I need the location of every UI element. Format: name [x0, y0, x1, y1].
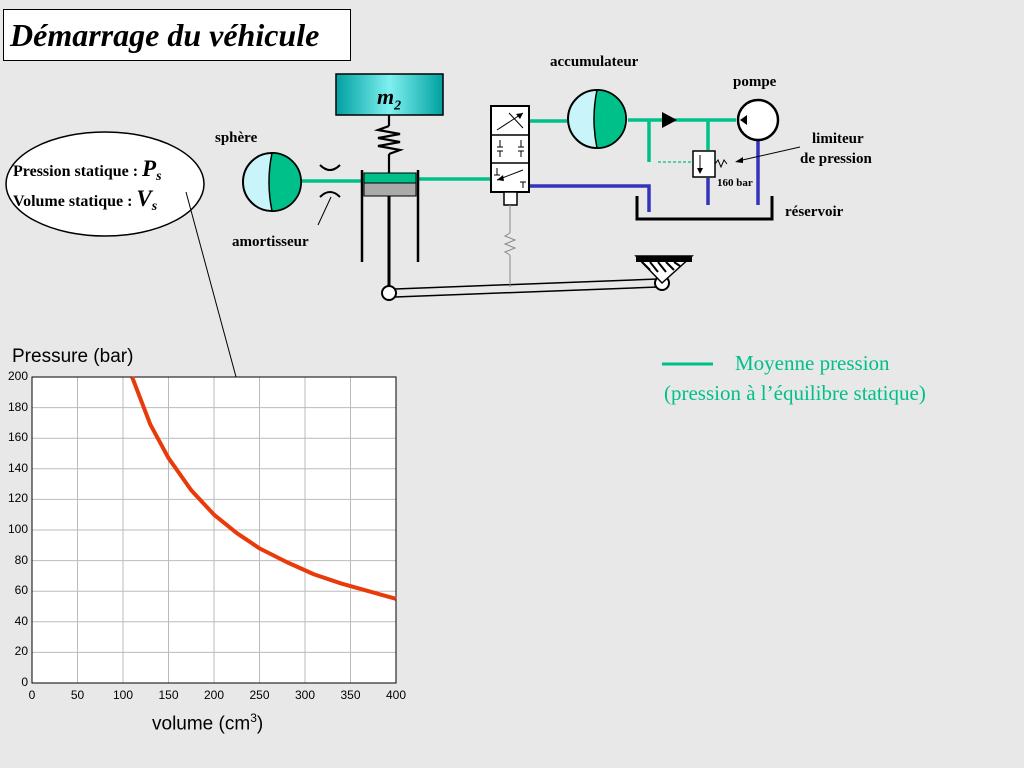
pressure-limiter-valve [692, 150, 728, 178]
x-tick-label: 300 [294, 688, 316, 702]
x-tick-label: 100 [112, 688, 134, 702]
y-tick-label: 140 [7, 460, 28, 475]
y-tick-label: 100 [7, 522, 28, 536]
label-de-pression: de pression [800, 151, 872, 167]
ground-pivot-icon [634, 255, 694, 285]
limiter-pointer-arrow [735, 157, 743, 163]
check-valve-icon [662, 112, 677, 128]
label-limiteur: limiteur [812, 131, 864, 147]
bubble-static-pressure: Pression statique : Ps [13, 156, 162, 185]
x-tick-label: 200 [203, 688, 225, 702]
suspension-spring-icon [373, 115, 405, 174]
chart-xlabel: volume (cm3) [152, 711, 264, 735]
pressure-volume-curve [130, 376, 397, 601]
x-tick-label: 50 [70, 688, 85, 702]
chart-ylabel: Pressure (bar) [12, 346, 134, 367]
label-accumulateur: accumulateur [550, 54, 639, 70]
bubble-shape [5, 131, 205, 237]
label-reservoir: réservoir [785, 204, 844, 220]
label-pompe: pompe [733, 74, 777, 90]
x-tick-label: 350 [340, 688, 361, 702]
y-tick-label: 60 [14, 583, 28, 598]
y-tick-label: 120 [7, 491, 28, 506]
x-tick-label: 150 [158, 688, 179, 702]
y-tick-label: 40 [14, 613, 28, 628]
y-tick-label: 160 [7, 430, 28, 445]
y-tick-label: 0 [21, 675, 28, 689]
label-sphere: sphère [215, 130, 258, 146]
mass-label: m2 [377, 84, 402, 114]
page-title: Démarrage du véhicule [10, 17, 320, 53]
damper-pointer [317, 196, 332, 226]
pump-icon [736, 98, 780, 142]
pressure-lines [300, 118, 736, 183]
accumulator-icon [567, 89, 627, 149]
return-lines [529, 140, 760, 212]
x-tick-label: 250 [249, 688, 270, 702]
damper-icon [319, 164, 341, 198]
legend-line1: Moyenne pression [735, 351, 890, 375]
cylinder [360, 170, 420, 287]
sphere-icon [242, 152, 302, 212]
x-tick-label: 0 [28, 688, 36, 702]
label-pressure-setting: 160 bar [717, 177, 753, 189]
title-box [3, 9, 351, 61]
y-tick-label: 200 [7, 369, 28, 383]
y-tick-label: 180 [7, 399, 28, 414]
label-amortisseur: amortisseur [232, 234, 309, 250]
plot-frame [31, 376, 397, 684]
limiter-pointer [737, 146, 801, 162]
bubble-static-volume: Volume statique : Vs [13, 186, 158, 215]
directional-valve [490, 105, 530, 287]
y-tick-label: 20 [14, 644, 28, 659]
reservoir-tank [635, 196, 774, 221]
mass-block [335, 73, 444, 116]
legend-line2: (pression à l’équilibre statique) [664, 381, 926, 405]
x-tick-label: 400 [385, 688, 407, 702]
y-tick-label: 80 [14, 552, 28, 567]
